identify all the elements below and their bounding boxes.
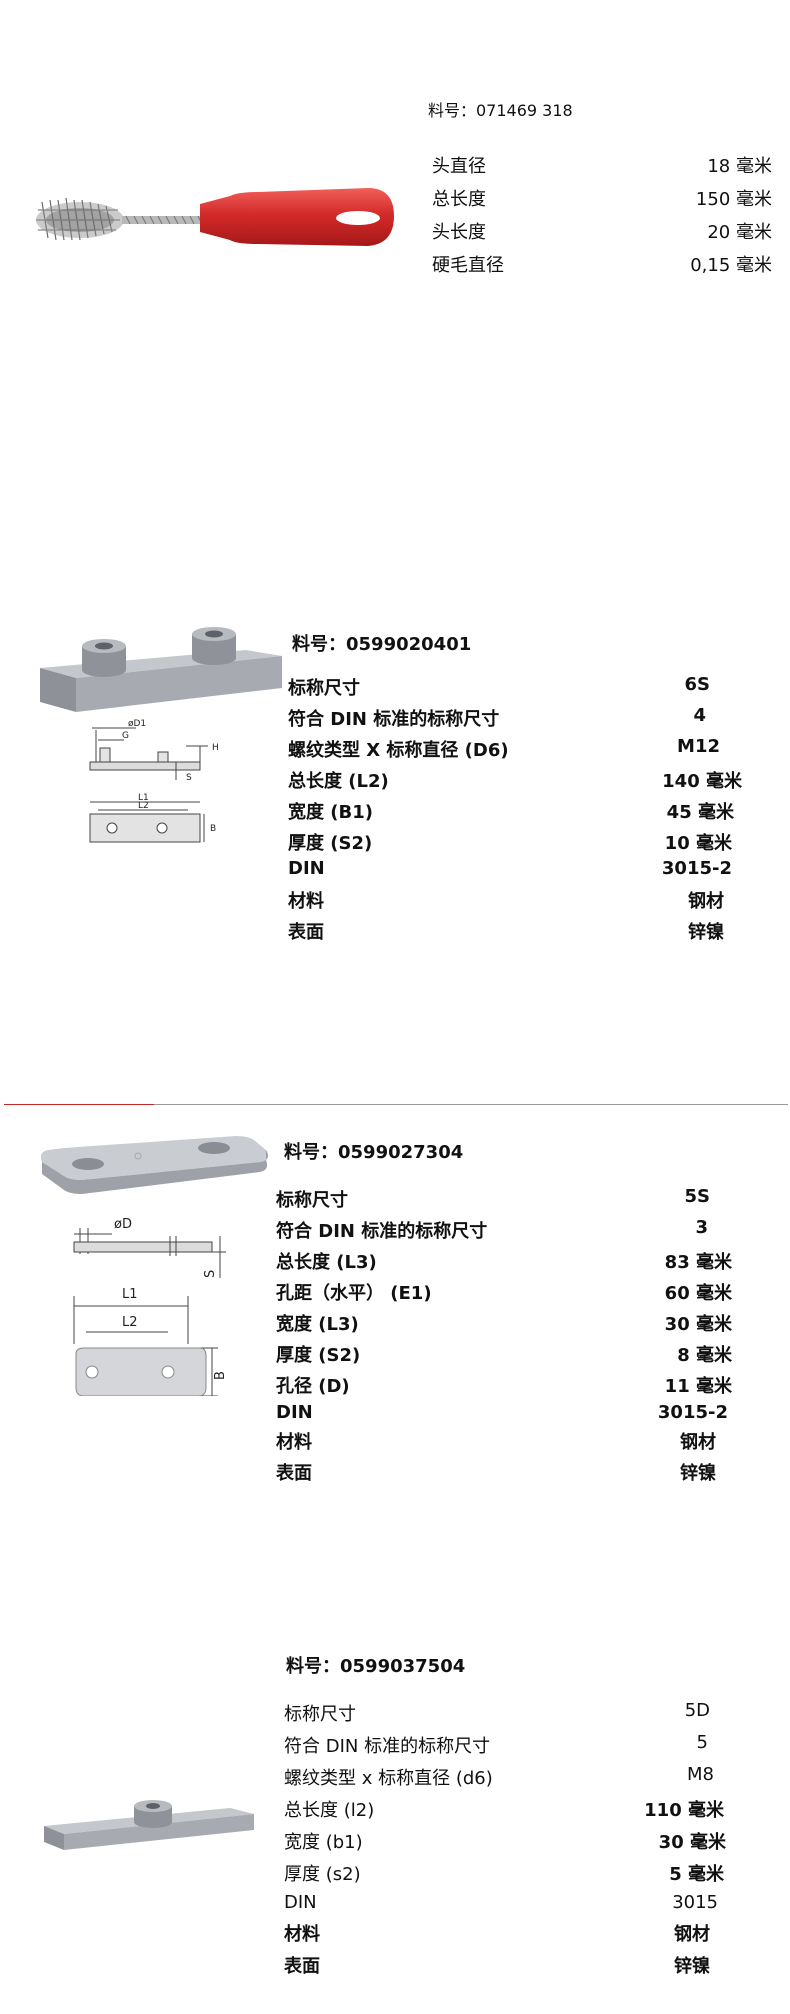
product-2-part-number: 料号：0599020401 [292, 634, 472, 655]
spec-label: 总长度 [432, 189, 486, 210]
spec-value: 30 毫米 [664, 1314, 732, 1335]
spec-value: 5 毫米 [669, 1864, 724, 1885]
spec-value: 钢材 [674, 1924, 710, 1945]
spec-label: 头长度 [432, 222, 486, 243]
spec-label: 厚度 (S2) [276, 1345, 361, 1366]
spec-value: 3015 [672, 1892, 718, 1913]
spec-label: 材料 [284, 1924, 320, 1945]
product-1-part-number: 料号：071469 318 [428, 101, 573, 120]
spec-label: 宽度 (b1) [284, 1832, 363, 1853]
spec-label: 符合 DIN 标准的标称尺寸 [284, 1736, 491, 1757]
drawing-label: L1 [122, 1287, 138, 1302]
spec-value: M8 [687, 1764, 714, 1785]
product-2-technical-drawing: øD1 G H S L1 L2 B [89, 719, 219, 843]
spec-value: 锌镍 [674, 1956, 710, 1977]
spec-value: 锌镍 [680, 1463, 716, 1484]
spec-label: 宽度 (L3) [276, 1314, 359, 1335]
drawing-label: øD [114, 1217, 132, 1232]
spec-label: 总长度 (L3) [276, 1252, 377, 1273]
spec-label: 螺纹类型 X 标称直径 (D6) [288, 740, 509, 761]
spec-label: 宽度 (B1) [288, 802, 373, 823]
spec-value: 钢材 [688, 891, 724, 912]
spec-label: 总长度 (L2) [288, 771, 389, 792]
spec-value: 0,15 毫米 [690, 255, 772, 276]
spec-value: 11 毫米 [664, 1376, 732, 1397]
spec-label: 硬毛直径 [432, 255, 504, 276]
spec-value: 8 毫米 [677, 1345, 732, 1366]
spec-value: 20 毫米 [707, 222, 772, 243]
drawing-label: S [203, 1270, 218, 1278]
spec-value: 60 毫米 [664, 1283, 732, 1304]
wire-brush-image [36, 188, 394, 246]
drawing-label: B [210, 824, 216, 834]
spec-label: 头直径 [432, 156, 486, 177]
spec-label: 螺纹类型 x 标称直径 (d6) [284, 1768, 493, 1789]
spec-value: 3015-2 [657, 1402, 728, 1423]
spec-value: 5D [684, 1700, 710, 1721]
spec-value: M12 [677, 736, 720, 757]
drawing-label: L1 [138, 793, 149, 803]
spec-label: 表面 [288, 922, 324, 943]
spec-value: 5 [696, 1732, 708, 1753]
drawing-label: L2 [122, 1315, 138, 1330]
spec-value: 3015-2 [661, 858, 732, 879]
spec-label: 标称尺寸 [284, 1704, 356, 1725]
spec-label: 总长度 (l2) [284, 1800, 375, 1821]
spec-value: 6S [684, 674, 711, 695]
spec-label: 标称尺寸 [288, 678, 360, 699]
product-3-technical-drawing: øD S L1 L2 B [73, 1217, 228, 1396]
product-4-part-number: 料号：0599037504 [286, 1656, 466, 1677]
spec-label: 材料 [276, 1432, 312, 1453]
drawing-label: B [213, 1371, 228, 1380]
spec-value: 10 毫米 [664, 833, 732, 854]
spec-value: 18 毫米 [707, 156, 772, 177]
spec-value: 140 毫米 [662, 771, 742, 792]
spec-label: 符合 DIN 标准的标称尺寸 [288, 709, 500, 730]
product-3-part-number: 料号：0599027304 [284, 1142, 464, 1163]
drawing-label: øD1 [128, 719, 146, 729]
section-divider [4, 1104, 788, 1105]
spec-value: 3 [695, 1217, 708, 1238]
spec-label: 厚度 (S2) [288, 833, 373, 854]
drawing-label: H [212, 743, 219, 753]
spec-value: 150 毫米 [695, 189, 772, 210]
spec-label: 厚度 (s2) [284, 1864, 361, 1885]
spec-label: DIN [288, 858, 325, 879]
spec-label: 符合 DIN 标准的标称尺寸 [276, 1221, 488, 1242]
single-boss-plate-image [44, 1800, 254, 1850]
spec-label: DIN [284, 1892, 317, 1913]
threaded-plate-image [40, 627, 282, 712]
spec-label: 表面 [276, 1463, 312, 1484]
spec-value: 110 毫米 [644, 1800, 724, 1821]
spec-value: 5S [684, 1186, 711, 1207]
spec-value: 锌镍 [688, 922, 724, 943]
flat-plate-image [40, 1136, 268, 1194]
spec-value: 4 [693, 705, 706, 726]
drawing-label: S [186, 773, 192, 783]
spec-label: 表面 [284, 1956, 320, 1977]
spec-value: 83 毫米 [664, 1252, 732, 1273]
spec-label: 标称尺寸 [276, 1190, 348, 1211]
drawing-label: L2 [138, 801, 149, 811]
spec-label: 孔径 (D) [276, 1376, 350, 1397]
spec-value: 45 毫米 [666, 802, 734, 823]
spec-value: 30 毫米 [658, 1832, 726, 1853]
drawing-label: G [122, 731, 129, 741]
spec-label: DIN [276, 1402, 313, 1423]
spec-label: 材料 [288, 891, 324, 912]
spec-value: 钢材 [680, 1432, 716, 1453]
spec-label: 孔距（水平） (E1) [276, 1283, 432, 1304]
